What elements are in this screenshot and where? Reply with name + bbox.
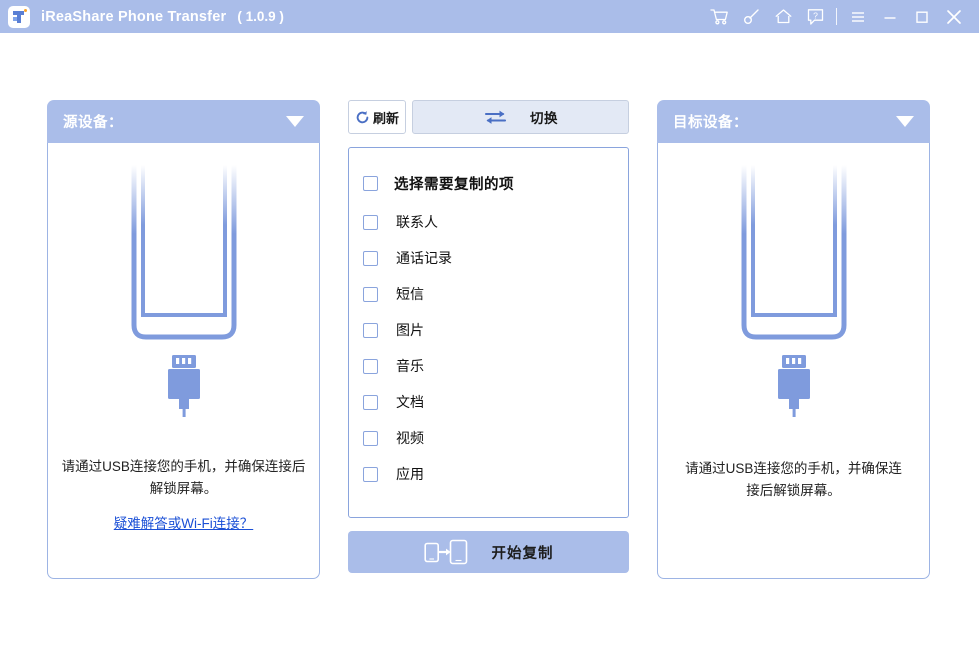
phone-to-phone-icon	[423, 539, 467, 565]
option-label-apps: 应用	[396, 466, 424, 482]
start-copy-label: 开始复制	[491, 545, 554, 562]
refresh-label: 刷新	[372, 110, 399, 126]
refresh-icon	[356, 110, 369, 123]
key-icon	[743, 9, 759, 24]
titlebar-actions: ?	[703, 3, 970, 31]
option-label-music: 音乐	[396, 358, 424, 374]
option-label-sms: 短信	[396, 286, 424, 302]
cart-icon	[709, 9, 728, 25]
select-all-row[interactable]: 选择需要复制的项	[349, 162, 628, 204]
option-label-contacts: 联系人	[396, 214, 438, 230]
help-button[interactable]: ?	[799, 3, 831, 31]
checkbox-apps[interactable]	[363, 466, 378, 482]
source-device-body: 请通过USB连接您的手机，并确保连接后解锁屏幕。 疑难解答或Wi-Fi连接？	[47, 143, 320, 579]
checkbox-documents[interactable]	[363, 394, 378, 410]
minimize-icon	[884, 16, 896, 19]
refresh-button[interactable]: 刷新	[348, 100, 406, 134]
target-connection-hint: 请通过USB连接您的手机，并确保连接后解锁屏幕。	[685, 461, 902, 498]
option-label-photos: 图片	[396, 322, 424, 338]
select-all-label: 选择需要复制的项	[394, 176, 514, 193]
maximize-icon	[916, 11, 928, 23]
checkbox-music[interactable]	[363, 358, 378, 374]
option-row-sms[interactable]: 短信	[349, 276, 628, 312]
phone-usb-icon	[741, 165, 846, 417]
transfer-options-column: 刷新 切换 选择需要复制的项 联系人	[348, 100, 629, 573]
option-row-music[interactable]: 音乐	[349, 348, 628, 384]
menu-button[interactable]	[842, 3, 874, 31]
home-icon	[775, 9, 791, 24]
app-version: ( 1.0.9 )	[237, 9, 284, 24]
main-content: 源设备：	[0, 33, 979, 659]
checkbox-photos[interactable]	[363, 322, 378, 338]
checkbox-videos[interactable]	[363, 430, 378, 446]
start-copy-button[interactable]: 开始复制	[348, 531, 629, 573]
app-title: iReaShare Phone Transfer	[41, 8, 227, 25]
checkbox-call-logs[interactable]	[363, 250, 378, 266]
option-label-call-logs: 通话记录	[396, 250, 452, 266]
close-button[interactable]	[938, 3, 970, 31]
home-button[interactable]	[767, 3, 799, 31]
source-device-label: 源设备：	[63, 115, 123, 131]
source-connection-hint: 请通过USB连接您的手机，并确保连接后解锁屏幕。	[61, 459, 306, 496]
middle-toolbar: 刷新 切换	[348, 100, 629, 134]
option-row-photos[interactable]: 图片	[349, 312, 628, 348]
option-label-videos: 视频	[396, 430, 424, 446]
key-button[interactable]	[735, 3, 767, 31]
switch-button[interactable]: 切换	[412, 100, 629, 134]
select-all-checkbox[interactable]	[363, 175, 378, 191]
menu-icon	[852, 11, 864, 22]
switch-label: 切换	[530, 111, 558, 126]
minimize-button[interactable]	[874, 3, 906, 31]
chevron-down-icon	[896, 116, 914, 127]
target-device-label: 目标设备：	[673, 115, 748, 131]
title-bar: iReaShare Phone Transfer ( 1.0.9 )	[0, 0, 979, 33]
source-troubleshoot-link[interactable]: 疑难解答或Wi-Fi连接？	[113, 516, 254, 531]
checkbox-contacts[interactable]	[363, 214, 378, 230]
svg-text:?: ?	[813, 10, 818, 20]
option-row-apps[interactable]: 应用	[349, 456, 628, 492]
option-label-documents: 文档	[396, 394, 424, 410]
option-row-call-logs[interactable]: 通话记录	[349, 240, 628, 276]
titlebar-divider	[836, 8, 837, 25]
cart-button[interactable]	[703, 3, 735, 31]
close-icon	[947, 9, 961, 24]
phone-usb-icon	[131, 165, 236, 417]
option-row-videos[interactable]: 视频	[349, 420, 628, 456]
source-device-selector[interactable]: 源设备：	[47, 100, 320, 143]
checkbox-sms[interactable]	[363, 286, 378, 302]
chevron-down-icon	[286, 116, 304, 127]
target-device-body: 请通过USB连接您的手机，并确保连接后解锁屏幕。	[657, 143, 930, 579]
copy-items-list: 选择需要复制的项 联系人 通话记录 短信 图片 音乐	[348, 147, 629, 518]
app-logo-icon	[8, 5, 30, 28]
option-row-contacts[interactable]: 联系人	[349, 204, 628, 240]
help-icon: ?	[807, 8, 823, 25]
swap-arrows-icon	[484, 110, 507, 124]
target-device-panel: 目标设备：	[657, 100, 930, 579]
option-row-documents[interactable]: 文档	[349, 384, 628, 420]
maximize-button[interactable]	[906, 3, 938, 31]
source-device-panel: 源设备：	[47, 100, 320, 579]
target-device-selector[interactable]: 目标设备：	[657, 100, 930, 143]
